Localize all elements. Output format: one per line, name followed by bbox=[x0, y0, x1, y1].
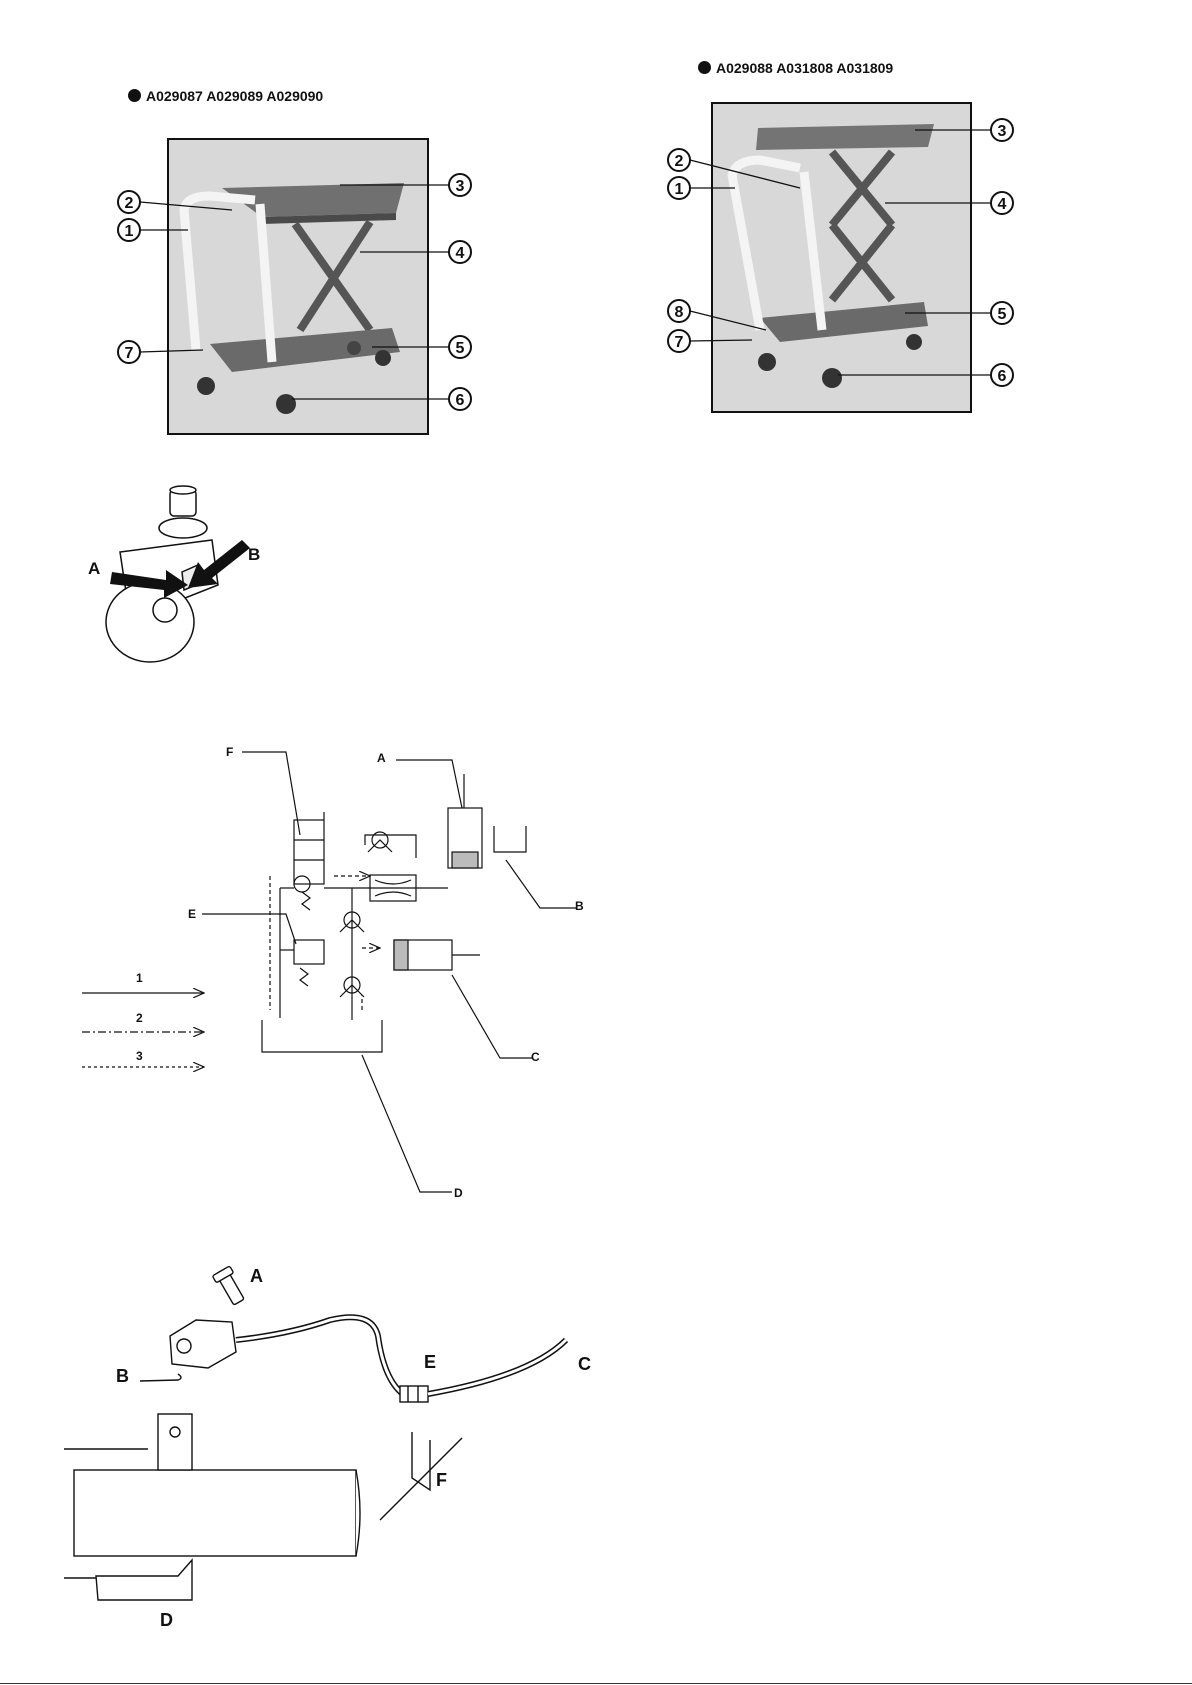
hydraulic-label-b: B bbox=[575, 899, 584, 913]
callout-2: 2 bbox=[675, 153, 684, 170]
legend-label-1: 1 bbox=[136, 971, 143, 985]
callout-6: 6 bbox=[456, 392, 465, 409]
hydraulic-label-f: F bbox=[226, 745, 233, 759]
assembly-label-a: A bbox=[250, 1266, 263, 1286]
hydraulic-label-d: D bbox=[454, 1186, 463, 1200]
callout-4: 4 bbox=[456, 245, 465, 262]
callout-5: 5 bbox=[998, 306, 1007, 323]
callout-2: 2 bbox=[125, 195, 134, 212]
hydraulic-label-c: C bbox=[531, 1050, 540, 1064]
figure1-photo bbox=[168, 139, 428, 434]
callout-7: 7 bbox=[125, 345, 134, 362]
callout-8: 8 bbox=[675, 304, 684, 321]
hydraulic-labels: F A B E C D 1 2 3 bbox=[136, 745, 584, 1200]
assembly-label-b: B bbox=[116, 1366, 129, 1386]
figure2-photo bbox=[712, 103, 971, 412]
hydraulic-schematic bbox=[82, 752, 576, 1192]
caster-label-a: A bbox=[88, 559, 100, 578]
legend-label-3: 3 bbox=[136, 1049, 143, 1063]
assembly-label-d: D bbox=[160, 1610, 173, 1630]
callout-1: 1 bbox=[675, 181, 684, 198]
hydraulic-label-a: A bbox=[377, 751, 386, 765]
caster-label-b: B bbox=[248, 545, 260, 564]
legend-label-2: 2 bbox=[136, 1011, 143, 1025]
assembly-label-c: C bbox=[578, 1354, 591, 1374]
callout-4: 4 bbox=[998, 196, 1007, 213]
callout-7: 7 bbox=[675, 334, 684, 351]
assembly-label-e: E bbox=[424, 1352, 436, 1372]
hydraulic-label-e: E bbox=[188, 907, 196, 921]
callout-5: 5 bbox=[456, 340, 465, 357]
callout-6: 6 bbox=[998, 368, 1007, 385]
assembly-illustration bbox=[64, 1266, 566, 1600]
bottom-rule bbox=[0, 1683, 1192, 1684]
callout-1: 1 bbox=[125, 223, 134, 240]
callout-3: 3 bbox=[998, 123, 1007, 140]
callout-3: 3 bbox=[456, 178, 465, 195]
assembly-label-f: F bbox=[436, 1470, 447, 1490]
